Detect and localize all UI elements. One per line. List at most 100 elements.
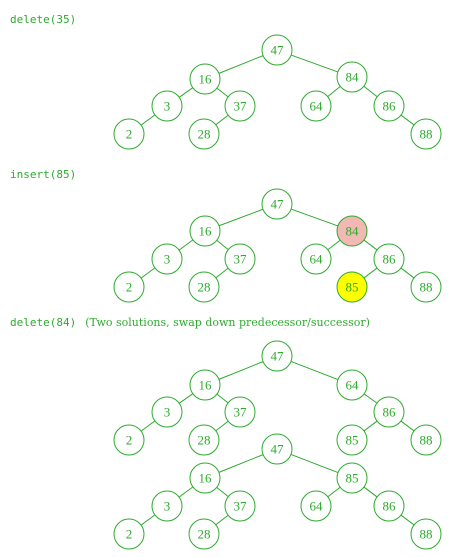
tree-node-88: 88 (410, 271, 442, 303)
node-label: 3 (164, 405, 171, 420)
section-delete-84: delete(84) (Two solutions, swap down pre… (10, 313, 442, 550)
node-label: 47 (271, 442, 285, 457)
node-circle (188, 424, 220, 456)
tree-edge (290, 453, 339, 474)
section-heading: delete(84) (Two solutions, swap down pre… (10, 313, 370, 330)
tree-node-84: 84 (336, 215, 368, 247)
tree-node-47: 47 (261, 34, 293, 66)
node-circle (336, 369, 368, 401)
tree-edge (218, 208, 264, 227)
node-circle (373, 396, 405, 428)
tree-node-16: 16 (189, 215, 221, 247)
node-label: 28 (198, 127, 211, 142)
tree-node-88: 88 (410, 424, 442, 456)
node-circle (300, 490, 332, 522)
node-label: 86 (383, 499, 397, 514)
node-label: 28 (198, 527, 211, 542)
tree-edge (218, 454, 264, 473)
node-circle (336, 462, 368, 494)
tree-edge (215, 514, 229, 526)
tree-node-85: 85 (336, 424, 368, 456)
node-circle (113, 424, 145, 456)
tree-edge (327, 86, 341, 97)
node-label: 64 (346, 378, 360, 393)
tree-node-47: 47 (261, 188, 293, 220)
tree-node-3: 3 (151, 490, 183, 522)
tree-node-64: 64 (300, 490, 332, 522)
node-label: 28 (198, 433, 211, 448)
section-note: (Two solutions, swap down predecessor/su… (85, 316, 370, 329)
tree-node-86: 86 (373, 396, 405, 428)
node-circle (410, 518, 442, 550)
node-circle (300, 90, 332, 122)
tree-node-84: 84 (336, 61, 368, 93)
node-circle (373, 490, 405, 522)
tree-node-2: 2 (113, 271, 145, 303)
node-label: 37 (234, 252, 248, 267)
tree-node-16: 16 (189, 369, 221, 401)
tree: 47 16 85 3 37 64 86 2 28 88 (113, 433, 442, 550)
tree-edge (363, 393, 378, 404)
tree-edge (215, 420, 229, 432)
node-label: 16 (199, 224, 213, 239)
node-circle (113, 271, 145, 303)
tree-node-47: 47 (261, 340, 293, 372)
node-label: 88 (420, 280, 433, 295)
node-circle (336, 215, 368, 247)
tree-node-28: 28 (188, 271, 220, 303)
node-label: 2 (126, 127, 133, 142)
node-label: 16 (199, 72, 213, 87)
node-circle (189, 462, 221, 494)
node-circle (261, 340, 293, 372)
tree-node-16: 16 (189, 462, 221, 494)
tree-node-3: 3 (151, 396, 183, 428)
node-circle (224, 243, 256, 275)
node-label: 28 (198, 280, 211, 295)
tree-edge (363, 85, 378, 98)
node-label: 2 (126, 433, 133, 448)
tree-edge (216, 393, 229, 404)
node-circle (410, 118, 442, 150)
tree-node-88: 88 (410, 518, 442, 550)
node-circle (151, 90, 183, 122)
node-label: 37 (234, 499, 248, 514)
tree-edge (215, 267, 229, 279)
tree-node-64: 64 (300, 90, 332, 122)
node-circle (189, 63, 221, 95)
node-circle (151, 490, 183, 522)
node-label: 2 (126, 280, 133, 295)
node-label: 64 (310, 252, 324, 267)
node-circle (224, 90, 256, 122)
node-label: 85 (346, 471, 359, 486)
node-circle (189, 215, 221, 247)
node-label: 84 (346, 70, 360, 85)
tree-edge (363, 420, 378, 432)
tree-node-28: 28 (188, 424, 220, 456)
node-circle (373, 90, 405, 122)
tree-node-37: 37 (224, 243, 256, 275)
node-label: 85 (346, 280, 359, 295)
node-circle (410, 271, 442, 303)
tree-node-86: 86 (373, 90, 405, 122)
node-label: 3 (164, 252, 171, 267)
tree-edge (327, 239, 341, 251)
tree-node-37: 37 (224, 396, 256, 428)
tree-edge (400, 420, 415, 432)
tree: 47 16 64 3 37 86 2 28 85 88 (113, 340, 442, 456)
tree-edge (218, 55, 264, 74)
tree-edge (327, 486, 341, 498)
tree-node-28: 28 (188, 518, 220, 550)
node-label: 37 (234, 99, 248, 114)
node-circle (336, 271, 368, 303)
node-label: 47 (271, 349, 285, 364)
tree-node-64: 64 (336, 369, 368, 401)
tree-edge (400, 267, 415, 279)
node-circle (300, 243, 332, 275)
node-circle (373, 243, 405, 275)
node-label: 47 (271, 43, 285, 58)
tree-node-86: 86 (373, 490, 405, 522)
